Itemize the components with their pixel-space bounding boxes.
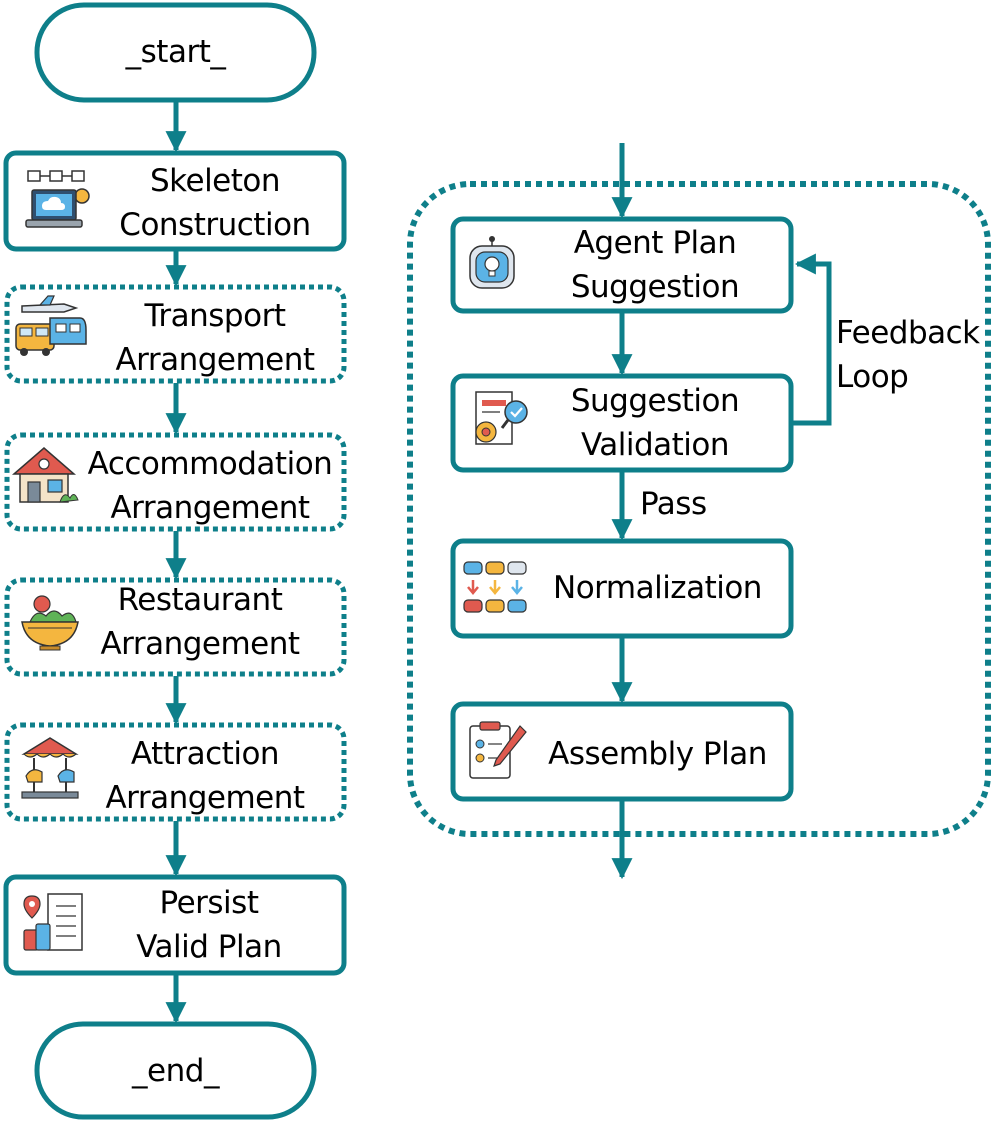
database-sort-icon <box>463 561 527 613</box>
attraction-arrangement-box <box>4 722 347 822</box>
restaurant-label-line1: Restaurant <box>117 582 283 618</box>
laptop-network-icon <box>25 170 90 228</box>
agent-plan-suggestion-box <box>450 216 794 314</box>
restaurant-arrangement-box <box>4 577 347 677</box>
skeleton-construction-box <box>3 150 347 252</box>
clipboard-pen-icon <box>469 721 527 779</box>
assembly-plan-box <box>450 701 794 802</box>
attraction-label-line2: Arrangement <box>105 780 305 816</box>
agent-label: Agent Plan Suggestion <box>520 221 790 309</box>
feedback-loop-label: Feedback Loop <box>836 311 980 399</box>
assembly-label: Assembly Plan <box>548 736 767 772</box>
validation-label-line2: Validation <box>580 427 730 463</box>
normalization-label: Normalization <box>553 570 762 606</box>
accommodation-arrangement-box <box>4 432 347 532</box>
end-label: _end_ <box>132 1053 219 1089</box>
robot-icon <box>469 236 515 289</box>
skeleton-label-line1: Skeleton <box>149 163 281 199</box>
persist-label-line2: Valid Plan <box>136 929 282 965</box>
transport-label: Transport Arrangement <box>90 294 340 382</box>
skeleton-label-line2: Construction <box>119 207 311 243</box>
loop-container <box>407 181 991 837</box>
restaurant-label-line2: Arrangement <box>100 626 300 662</box>
suggestion-validation-box <box>450 373 794 473</box>
accommodation-label-line2: Arrangement <box>110 490 310 526</box>
start-node <box>34 2 317 103</box>
right-arrows <box>611 143 832 880</box>
agent-label-line2: Suggestion <box>570 269 740 305</box>
skeleton-label: Skeleton Construction <box>90 159 340 247</box>
pass-label: Pass <box>640 486 707 522</box>
accommodation-label: Accommodation Arrangement <box>76 442 344 530</box>
persist-valid-plan-box <box>3 874 347 976</box>
transport-label-line1: Transport <box>144 298 286 334</box>
food-bowl-icon <box>21 595 79 651</box>
transport-vehicles-icon <box>15 295 87 356</box>
feedback-label-line1: Feedback <box>836 315 980 351</box>
feedback-loop-arrow <box>793 253 832 426</box>
persist-label: Persist Valid Plan <box>84 881 334 969</box>
document-check-icon <box>475 391 528 445</box>
start-label: _start_ <box>125 34 226 70</box>
agent-label-line1: Agent Plan <box>573 225 737 261</box>
validation-label: Suggestion Validation <box>520 379 790 467</box>
normalization-box <box>450 538 794 639</box>
travel-checklist-icon <box>23 893 83 951</box>
transport-label-line2: Arrangement <box>115 342 315 378</box>
feedback-label-line2: Loop <box>836 359 909 395</box>
carousel-icon <box>21 737 79 799</box>
attraction-label-line1: Attraction <box>130 736 280 772</box>
end-node <box>34 1021 317 1120</box>
validation-label-line1: Suggestion <box>570 383 740 419</box>
accommodation-label-line1: Accommodation <box>87 446 333 482</box>
restaurant-label: Restaurant Arrangement <box>70 578 330 666</box>
persist-label-line1: Persist <box>159 885 259 921</box>
attraction-label: Attraction Arrangement <box>80 732 330 820</box>
transport-arrangement-box <box>4 284 347 384</box>
house-icon <box>11 447 79 503</box>
